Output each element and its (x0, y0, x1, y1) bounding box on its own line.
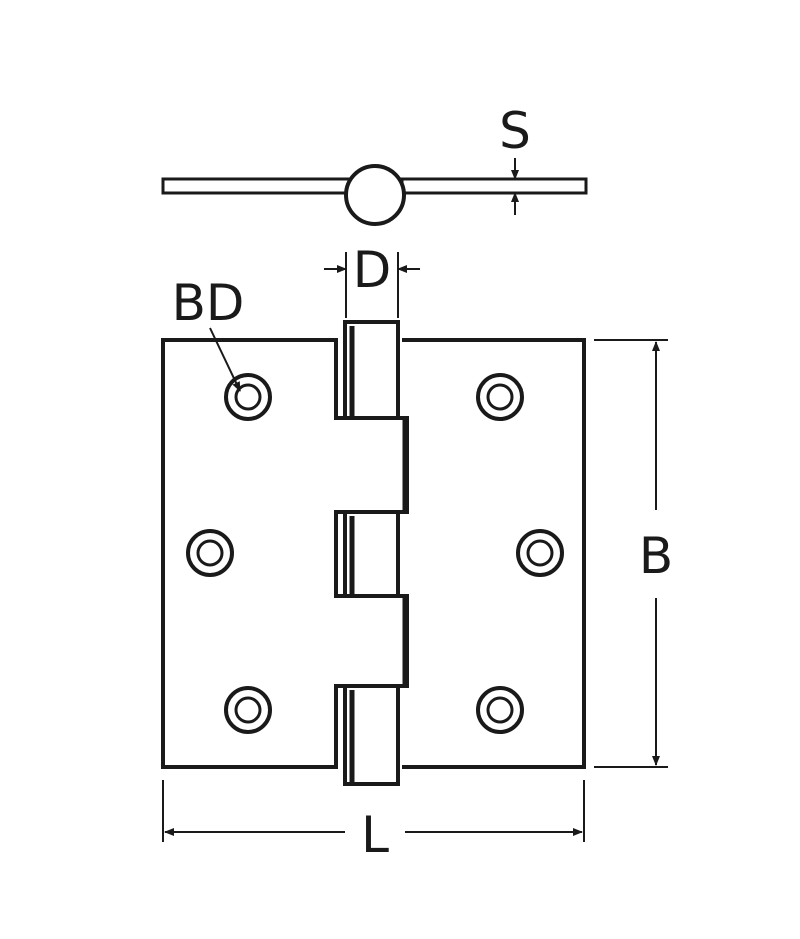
hinge-side-profile (161, 164, 588, 226)
thickness-label: S (499, 102, 531, 160)
screw-hole-bottom-right (476, 686, 524, 734)
hinge-front-view (161, 320, 586, 786)
screw-hole-middle-left (186, 529, 234, 577)
length-dimension: L (162, 780, 585, 864)
screw-hole-top-left (224, 373, 272, 421)
pin-diameter-dimension: D (324, 241, 420, 318)
screw-hole-diameter-label: BD (172, 274, 245, 332)
pin-diameter-label: D (353, 241, 392, 299)
right-leaf (402, 338, 586, 769)
screw-hole-bottom-left (224, 686, 272, 734)
screw-hole-top-right (476, 373, 524, 421)
height-label: B (639, 527, 673, 585)
profile-leaf-left (161, 177, 352, 195)
screw-hole-leader-line (209, 327, 241, 392)
screw-hole-middle-right (516, 529, 564, 577)
length-label: L (361, 806, 389, 864)
screw-holes (186, 373, 564, 734)
profile-leaf-right (400, 177, 588, 195)
height-dimension: B (594, 339, 673, 768)
left-leaf (161, 338, 409, 769)
profile-knuckle (344, 164, 406, 226)
thickness-dimension: S (499, 102, 531, 215)
screw-hole-diameter-callout: BD (172, 274, 245, 392)
